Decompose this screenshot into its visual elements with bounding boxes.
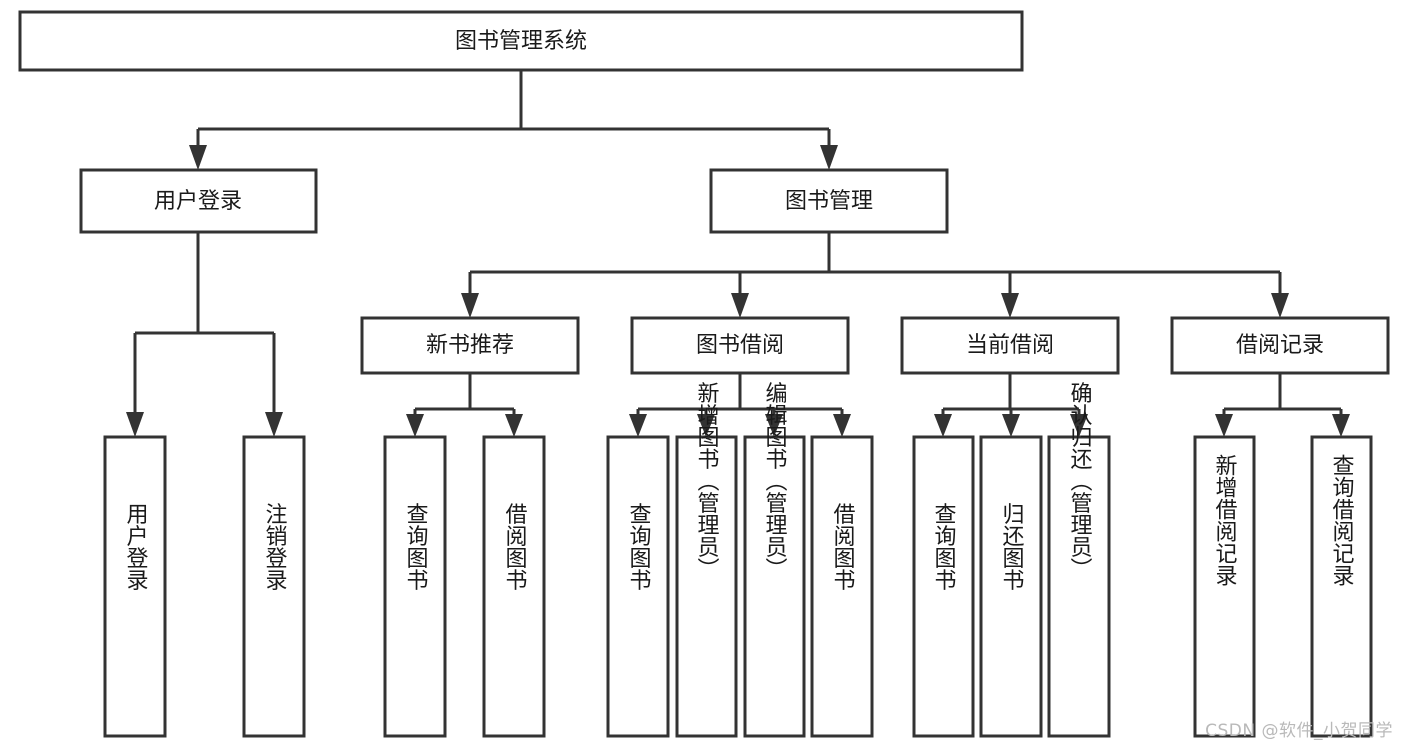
node-user-login[interactable]: 用户登录 xyxy=(79,168,318,234)
node-leaf-query-book-3-label: 查询图书 xyxy=(931,503,957,591)
node-book-manage[interactable]: 图书管理 xyxy=(709,168,949,234)
arrowhead-new-book-rec xyxy=(461,293,479,318)
node-leaf-confirm-return-label: 确认归还（管理员） xyxy=(1067,382,1093,580)
connector-layer xyxy=(126,70,1350,437)
node-leaf-user-login-box[interactable] xyxy=(103,435,167,738)
node-leaf-add-record-label: 新增借阅记录 xyxy=(1212,454,1238,586)
node-current-borrow-box[interactable] xyxy=(900,316,1120,375)
node-leaf-query-book-1-label: 查询图书 xyxy=(403,503,429,591)
node-leaf-user-logout[interactable]: 注销登录 xyxy=(242,435,306,738)
node-leaf-add-book[interactable]: 新增图书（管理员） xyxy=(675,382,738,738)
node-layer: 图书管理系统 用户登录 图书管理 新书推荐 图书借阅 当前 xyxy=(18,10,1390,738)
node-leaf-query-book-1[interactable]: 查询图书 xyxy=(383,435,447,738)
node-leaf-borrow-book-2-box[interactable] xyxy=(810,435,874,738)
node-leaf-return-book[interactable]: 归还图书 xyxy=(979,435,1043,738)
node-leaf-edit-book-label: 编辑图书（管理员） xyxy=(762,382,788,580)
arrowhead-current-borrow xyxy=(1001,293,1019,318)
arrowhead-leaf-query-record xyxy=(1332,414,1350,437)
node-leaf-confirm-return[interactable]: 确认归还（管理员） xyxy=(1047,382,1111,738)
node-borrow-record-box[interactable] xyxy=(1170,316,1390,375)
arrowhead-leaf-query-book-1 xyxy=(406,414,424,437)
node-leaf-borrow-book-1[interactable]: 借阅图书 xyxy=(482,435,546,738)
arrowhead-leaf-borrow-book-1 xyxy=(505,414,523,437)
node-book-borrow[interactable]: 图书借阅 xyxy=(630,316,850,375)
arrowhead-leaf-confirm-return xyxy=(1070,414,1088,437)
arrowhead-leaf-user-logout xyxy=(265,412,283,437)
node-leaf-query-record[interactable]: 查询借阅记录 xyxy=(1310,435,1373,738)
arrowhead-leaf-edit-book xyxy=(765,414,783,437)
node-leaf-return-book-box[interactable] xyxy=(979,435,1043,738)
node-leaf-query-book-2-box[interactable] xyxy=(606,435,670,738)
node-leaf-user-logout-box[interactable] xyxy=(242,435,306,738)
arrowhead-leaf-query-book-3 xyxy=(934,414,952,437)
arrowhead-borrow-record xyxy=(1271,293,1289,318)
node-leaf-query-record-box[interactable] xyxy=(1310,435,1373,738)
arrowhead-book-manage xyxy=(820,145,838,170)
node-root-box[interactable] xyxy=(18,10,1024,72)
arrowhead-leaf-query-book-2 xyxy=(629,414,647,437)
node-borrow-record-label: 借阅记录 xyxy=(1236,333,1324,358)
node-new-book-rec[interactable]: 新书推荐 xyxy=(360,316,580,375)
arrowhead-leaf-add-book xyxy=(697,414,715,437)
arrowhead-leaf-add-record xyxy=(1215,414,1233,437)
node-leaf-borrow-book-2[interactable]: 借阅图书 xyxy=(810,435,874,738)
node-book-manage-box[interactable] xyxy=(709,168,949,234)
arrowhead-book-borrow xyxy=(731,293,749,318)
node-leaf-borrow-book-1-label: 借阅图书 xyxy=(502,503,528,591)
node-current-borrow[interactable]: 当前借阅 xyxy=(900,316,1120,375)
node-leaf-query-book-3[interactable]: 查询图书 xyxy=(912,435,975,738)
node-book-borrow-label: 图书借阅 xyxy=(696,333,784,358)
csdn-watermark: CSDN @软件_小贺同学 xyxy=(1205,721,1393,741)
node-new-book-rec-box[interactable] xyxy=(360,316,580,375)
node-leaf-return-book-label: 归还图书 xyxy=(999,503,1025,591)
node-new-book-rec-label: 新书推荐 xyxy=(426,333,514,358)
node-leaf-user-logout-label: 注销登录 xyxy=(262,503,288,591)
node-leaf-user-login-label: 用户登录 xyxy=(123,503,149,591)
node-leaf-edit-book-box[interactable] xyxy=(743,435,806,738)
node-leaf-add-record[interactable]: 新增借阅记录 xyxy=(1193,435,1256,738)
node-leaf-borrow-book-1-box[interactable] xyxy=(482,435,546,738)
arrowhead-leaf-borrow-book-2 xyxy=(833,414,851,437)
node-leaf-add-book-box[interactable] xyxy=(675,435,738,738)
node-leaf-query-book-3-box[interactable] xyxy=(912,435,975,738)
node-user-login-box[interactable] xyxy=(79,168,318,234)
node-leaf-query-book-1-box[interactable] xyxy=(383,435,447,738)
node-user-login-label: 用户登录 xyxy=(154,189,242,214)
arrowhead-user-login xyxy=(189,145,207,170)
node-leaf-edit-book[interactable]: 编辑图书（管理员） xyxy=(743,382,806,738)
node-leaf-user-login[interactable]: 用户登录 xyxy=(103,435,167,738)
node-book-manage-label: 图书管理 xyxy=(785,189,873,214)
node-root-label: 图书管理系统 xyxy=(455,29,587,54)
node-current-borrow-label: 当前借阅 xyxy=(966,333,1054,358)
node-leaf-add-book-label: 新增图书（管理员） xyxy=(694,382,720,580)
arrowhead-leaf-user-login xyxy=(126,412,144,437)
node-leaf-confirm-return-box[interactable] xyxy=(1047,435,1111,738)
node-root[interactable]: 图书管理系统 xyxy=(18,10,1024,72)
node-leaf-add-record-box[interactable] xyxy=(1193,435,1256,738)
arrowhead-leaf-return-book xyxy=(1002,414,1020,437)
node-borrow-record[interactable]: 借阅记录 xyxy=(1170,316,1390,375)
node-leaf-query-book-2-label: 查询图书 xyxy=(626,503,652,591)
node-leaf-query-record-label: 查询借阅记录 xyxy=(1329,454,1355,586)
node-leaf-query-book-2[interactable]: 查询图书 xyxy=(606,435,670,738)
node-book-borrow-box[interactable] xyxy=(630,316,850,375)
node-leaf-borrow-book-2-label: 借阅图书 xyxy=(830,503,856,591)
